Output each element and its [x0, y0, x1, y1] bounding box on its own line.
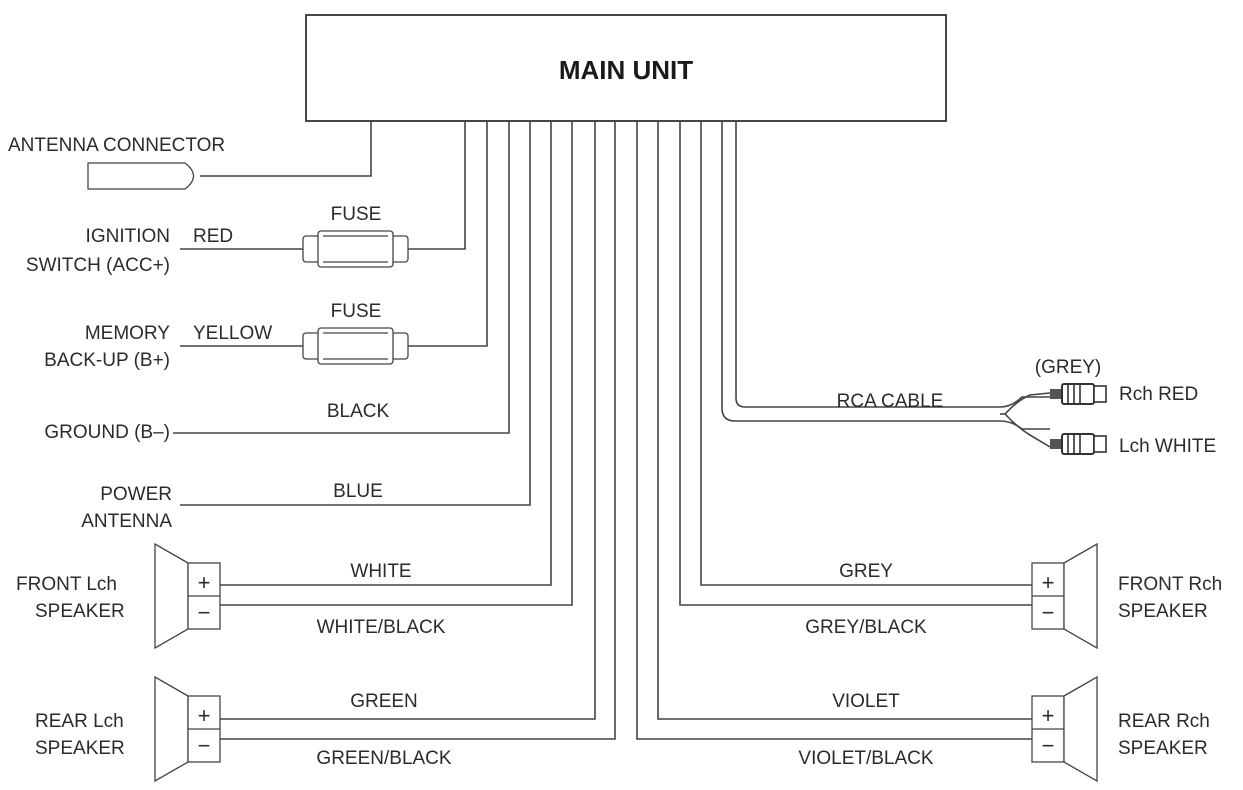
- rca-plug-left-icon: [1050, 433, 1107, 455]
- ignition-wire-color: RED: [193, 226, 233, 247]
- front-left-plus-wire-color: WHITE: [350, 561, 411, 582]
- rear-right-plus-wire-color: VIOLET: [832, 691, 900, 712]
- front-right-minus-wire-color: GREY/BLACK: [805, 617, 927, 638]
- memory-wire: [180, 121, 488, 347]
- front-right-speaker-label-line2: SPEAKER: [1118, 601, 1208, 622]
- rear-right-speaker-label-line2: SPEAKER: [1118, 738, 1208, 759]
- rca-cable-label: RCA CABLE: [837, 391, 944, 412]
- rear-left-minus-wire-color: GREEN/BLACK: [316, 748, 451, 769]
- front-right-plus-wire: [700, 121, 1032, 586]
- memory-label-line2: BACK-UP (B+): [44, 350, 170, 371]
- main-unit-label: MAIN UNIT: [559, 55, 693, 85]
- rear-right-plus-symbol: +: [1042, 703, 1055, 728]
- power-antenna-wire-color: BLUE: [333, 481, 383, 502]
- rear-right-plus-wire: [657, 121, 1032, 720]
- front-left-minus-symbol: −: [198, 600, 211, 625]
- memory-wire-color: YELLOW: [193, 323, 272, 344]
- fuse-label-memory: FUSE: [331, 301, 382, 322]
- front-left-speaker-label-line2: SPEAKER: [35, 601, 125, 622]
- rear-left-speaker-label-line2: SPEAKER: [35, 738, 125, 759]
- rca-cable: [721, 121, 1051, 448]
- rear-left-speaker-label-line1: REAR Lch: [35, 711, 124, 732]
- front-left-minus-wire-color: WHITE/BLACK: [317, 617, 446, 638]
- front-right-minus-symbol: −: [1042, 600, 1055, 625]
- front-right-speaker-label-line1: FRONT Rch: [1118, 574, 1222, 595]
- front-left-plus-wire: [220, 121, 552, 586]
- rear-left-minus-symbol: −: [198, 733, 211, 758]
- rear-right-minus-symbol: −: [1042, 733, 1055, 758]
- rear-left-plus-wire-color: GREEN: [350, 691, 418, 712]
- ground-label: GROUND (B–): [44, 422, 170, 443]
- memory-label-line1: MEMORY: [85, 323, 170, 344]
- front-left-minus-wire: [220, 121, 573, 606]
- power-antenna-label-line2: ANTENNA: [81, 511, 172, 532]
- rear-left-minus-wire: [220, 121, 616, 740]
- antenna-connector-label: ANTENNA CONNECTOR: [8, 135, 225, 156]
- rear-left-plus-wire: [220, 121, 596, 720]
- rear-left-speaker-icon: [154, 675, 221, 783]
- front-left-plus-symbol: +: [198, 570, 211, 595]
- rear-right-speaker-icon: [1031, 675, 1098, 783]
- power-antenna-label-line1: POWER: [100, 484, 172, 505]
- rear-left-plus-symbol: +: [198, 703, 211, 728]
- front-left-speaker-icon: [154, 542, 221, 650]
- ground-wire: [173, 121, 510, 434]
- rca-color-note: (GREY): [1035, 357, 1102, 378]
- rca-right-label: Rch RED: [1119, 384, 1198, 405]
- fuse-label-ignition: FUSE: [331, 204, 382, 225]
- fuse-icon: [302, 327, 409, 365]
- main-unit-box: [305, 14, 947, 122]
- rca-plug-right-icon: [1050, 383, 1107, 405]
- power-antenna-wire: [180, 121, 531, 506]
- front-right-plus-symbol: +: [1042, 570, 1055, 595]
- rear-right-minus-wire-color: VIOLET/BLACK: [798, 748, 933, 769]
- front-right-minus-wire: [679, 121, 1032, 606]
- antenna-wire: [200, 121, 372, 177]
- fuse-icon: [302, 230, 409, 268]
- ground-wire-color: BLACK: [327, 401, 390, 422]
- ignition-wire: [180, 121, 466, 250]
- front-right-plus-wire-color: GREY: [839, 561, 893, 582]
- antenna-plug-icon: [87, 162, 195, 190]
- rear-right-speaker-label-line1: REAR Rch: [1118, 711, 1210, 732]
- front-left-speaker-label-line1: FRONT Lch: [16, 574, 117, 595]
- rca-left-label: Lch WHITE: [1119, 436, 1216, 457]
- front-right-speaker-icon: [1031, 542, 1098, 650]
- ignition-label-line2: SWITCH (ACC+): [26, 255, 170, 276]
- ignition-label-line1: IGNITION: [86, 226, 170, 247]
- rear-right-minus-wire: [636, 121, 1032, 740]
